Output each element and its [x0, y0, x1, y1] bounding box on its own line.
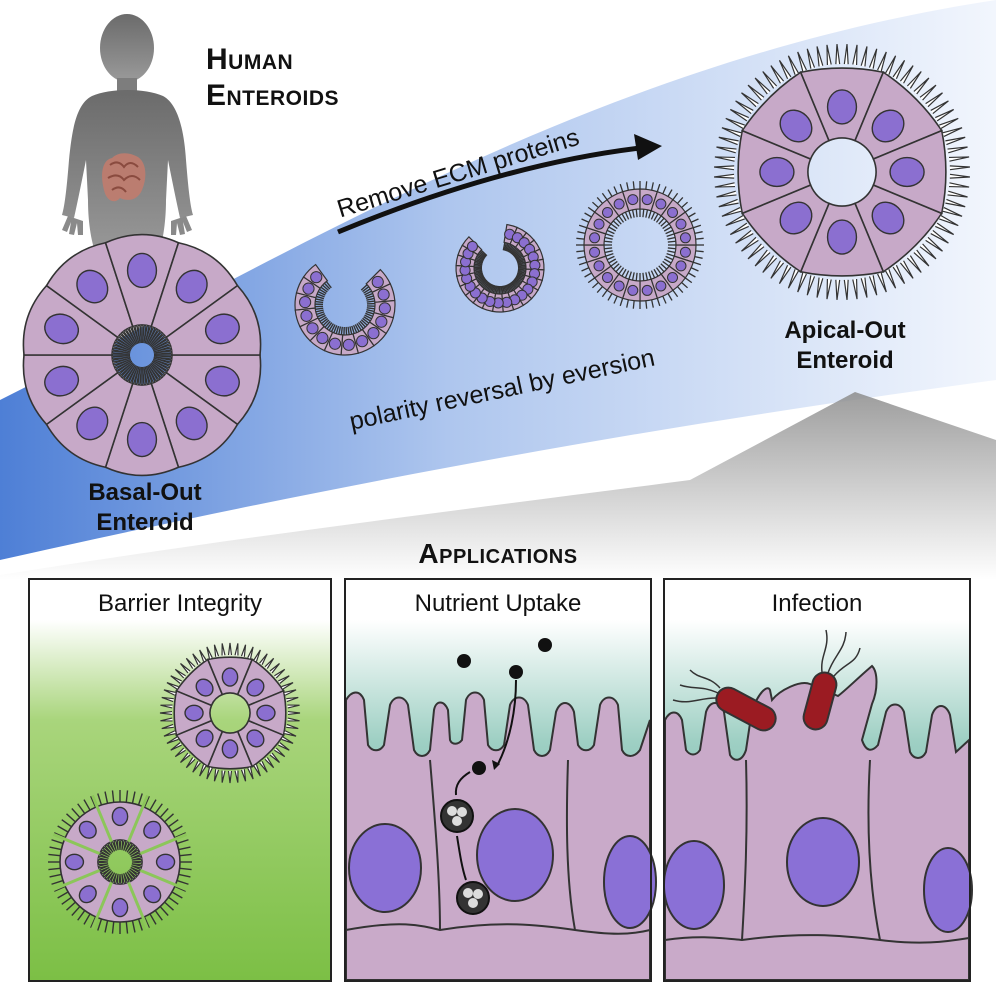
eversion-stage-1 — [294, 263, 396, 356]
nutrient-uptake-panel-art — [345, 580, 657, 981]
apical-out-line-1: Apical-Out — [784, 317, 906, 344]
barrier-integrity-panel-art — [30, 580, 330, 980]
panel-infection: Infection — [663, 578, 971, 982]
applications-heading: Applications — [418, 538, 578, 569]
zoom-fan — [0, 392, 996, 580]
remove-ecm-arrow — [337, 134, 662, 235]
bacterium-left — [672, 669, 777, 732]
title-human-enteroids: Human Enteroids — [206, 42, 339, 114]
panel-barrier-integrity: Barrier Integrity — [28, 578, 332, 982]
panel-title-infection: Infection — [771, 590, 863, 617]
bacterium-right — [802, 629, 861, 731]
basal-out-label: Basal-Out Enteroid — [50, 478, 240, 538]
title-line-1: Human — [206, 43, 294, 76]
eversion-stage-3 — [576, 181, 704, 309]
panel-nutrient-uptake: Nutrient Uptake — [344, 578, 652, 982]
panel-title-nutrient: Nutrient Uptake — [414, 590, 582, 617]
basal-out-line-1: Basal-Out — [88, 479, 202, 506]
apical-out-label: Apical-Out Enteroid — [750, 316, 940, 376]
basal-out-line-2: Enteroid — [96, 509, 194, 536]
apical-out-enteroid — [714, 44, 970, 300]
title-line-2: Enteroids — [206, 79, 340, 112]
eversion-stage-2 — [455, 223, 545, 313]
human-silhouette — [62, 14, 193, 260]
apical-out-line-2: Enteroid — [796, 347, 894, 374]
panel-title-barrier: Barrier Integrity — [97, 590, 263, 617]
infection-panel-art — [663, 580, 973, 981]
basal-out-enteroid — [22, 233, 262, 477]
